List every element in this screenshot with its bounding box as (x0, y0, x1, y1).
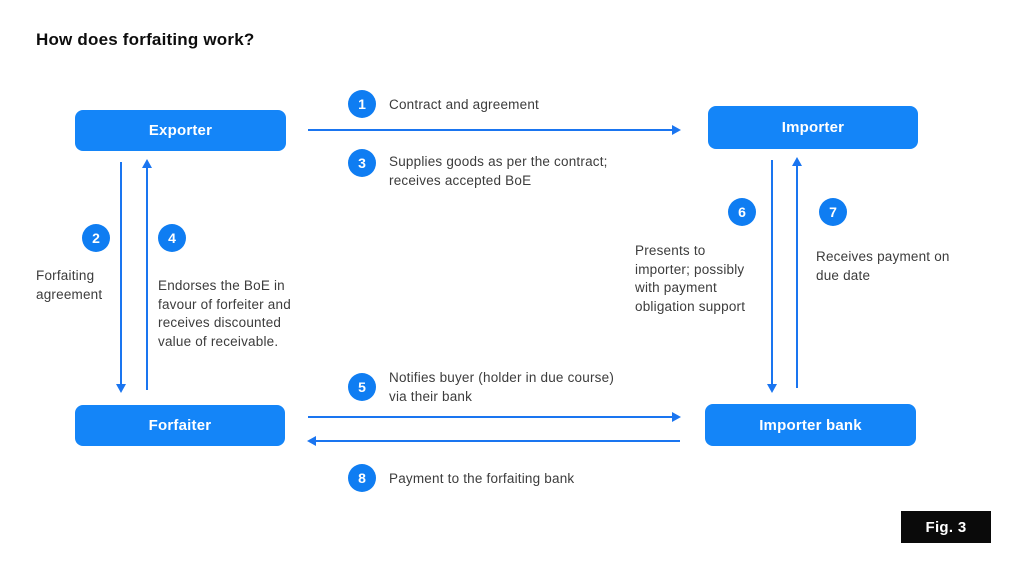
arrow-line (796, 164, 798, 388)
arrowhead-right-icon (672, 412, 681, 422)
step-3-label: Supplies goods as per the contract; rece… (389, 154, 608, 188)
arrowhead-down-icon (116, 384, 126, 393)
arrowhead-down-icon (767, 384, 777, 393)
arrow-line (308, 416, 674, 418)
step-2-badge: 2 (82, 224, 110, 252)
step-2-label: Forfaiting agreement (36, 268, 103, 302)
figure-label: Fig. 3 (901, 511, 991, 543)
arrow-line (308, 129, 674, 131)
arrow-forfaiting-agreement-down (116, 162, 126, 393)
node-importer: Importer (708, 106, 918, 149)
arrow-receives-payment-up (792, 157, 802, 388)
arrow-notifies-buyer-right (308, 412, 681, 422)
arrowhead-up-icon (142, 159, 152, 168)
arrow-contract-exporter-to-importer (308, 125, 681, 135)
arrowhead-up-icon (792, 157, 802, 166)
step-5-label: Notifies buyer (holder in due course) vi… (389, 370, 615, 404)
arrow-line (120, 162, 122, 386)
step-6-badge: 6 (728, 198, 756, 226)
arrow-line (314, 440, 680, 442)
page-title: How does forfaiting work? (36, 30, 255, 49)
step-1-badge: 1 (348, 90, 376, 118)
node-forfaiter: Forfaiter (75, 405, 285, 446)
arrow-presents-to-importer-down (767, 160, 777, 393)
arrow-endorse-boe-up (142, 159, 152, 390)
arrowhead-left-icon (307, 436, 316, 446)
arrowhead-right-icon (672, 125, 681, 135)
step-7-label: Receives payment on due date (816, 249, 950, 283)
step-4-badge: 4 (158, 224, 186, 252)
step-3-badge: 3 (348, 149, 376, 177)
step-8-label: Payment to the forfaiting bank (389, 471, 575, 486)
step-6-label: Presents to importer; possibly with paym… (635, 243, 746, 314)
step-8-badge: 8 (348, 464, 376, 492)
step-7-badge: 7 (819, 198, 847, 226)
step-5-badge: 5 (348, 373, 376, 401)
step-1-label: Contract and agreement (389, 97, 539, 112)
arrow-line (146, 166, 148, 390)
node-importer-bank: Importer bank (705, 404, 916, 446)
node-exporter: Exporter (75, 110, 286, 151)
arrow-line (771, 160, 773, 386)
step-4-label: Endorses the BoE in favour of forfeiter … (158, 278, 291, 349)
arrow-payment-to-forfaiter-left (307, 436, 680, 446)
